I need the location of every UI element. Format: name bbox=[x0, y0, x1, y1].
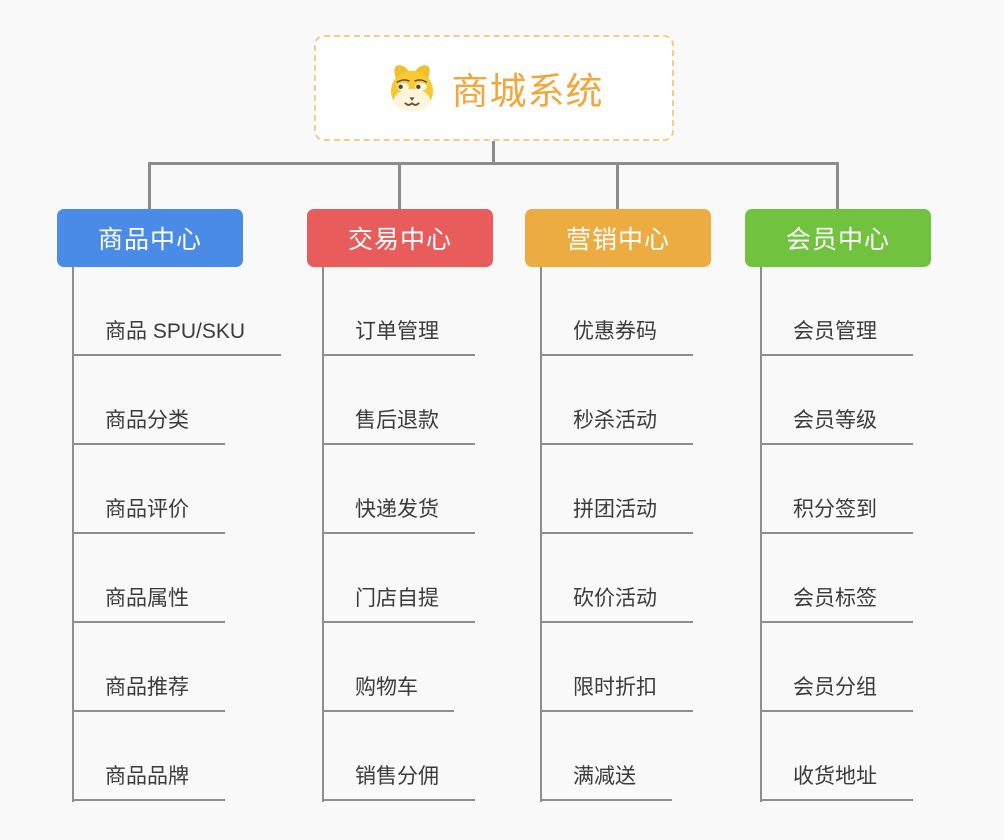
leaf-row: 商品推荐 bbox=[73, 623, 281, 712]
leaf-node[interactable]: 积分签到 bbox=[761, 493, 913, 534]
leaf-node[interactable]: 会员等级 bbox=[761, 404, 913, 445]
leaf-row: 会员管理 bbox=[761, 267, 913, 356]
leaf-node[interactable]: 砍价活动 bbox=[541, 582, 693, 623]
leaf-row: 商品属性 bbox=[73, 534, 281, 623]
leaf-row: 会员标签 bbox=[761, 534, 913, 623]
branch-trade-center: 交易中心 订单管理 售后退款 快递发货 门店自提 购物车 销售分佣 bbox=[307, 209, 547, 809]
leaf-node[interactable]: 限时折扣 bbox=[541, 671, 693, 712]
leaf-node[interactable]: 优惠券码 bbox=[541, 315, 693, 356]
leaf-row: 会员分组 bbox=[761, 623, 913, 712]
leaf-node[interactable]: 商品评价 bbox=[73, 493, 225, 534]
leaf-row: 商品品牌 bbox=[73, 712, 281, 801]
leaf-row: 满减送 bbox=[541, 712, 693, 801]
leaf-node[interactable]: 拼团活动 bbox=[541, 493, 693, 534]
leaf-row: 积分签到 bbox=[761, 445, 913, 534]
leaf-node[interactable]: 满减送 bbox=[541, 760, 672, 801]
branch-spine-line bbox=[540, 267, 542, 802]
branch-node-marketing-center[interactable]: 营销中心 bbox=[525, 209, 711, 267]
branch-node-trade-center[interactable]: 交易中心 bbox=[307, 209, 493, 267]
leaf-node[interactable]: 收货地址 bbox=[761, 760, 913, 801]
leaf-node[interactable]: 售后退款 bbox=[323, 404, 475, 445]
leaf-row: 收货地址 bbox=[761, 712, 913, 801]
leaf-node[interactable]: 订单管理 bbox=[323, 315, 475, 356]
leaf-row: 购物车 bbox=[323, 623, 475, 712]
connector-drop-member bbox=[836, 164, 839, 209]
leaf-node[interactable]: 会员管理 bbox=[761, 315, 913, 356]
leaf-node[interactable]: 会员分组 bbox=[761, 671, 913, 712]
branch-product-center: 商品中心 商品 SPU/SKU 商品分类 商品评价 商品属性 商品推荐 商品品牌 bbox=[57, 209, 297, 809]
leaf-row: 优惠券码 bbox=[541, 267, 693, 356]
root-topic[interactable]: 商城系统 bbox=[314, 35, 674, 141]
branch-node-product-center[interactable]: 商品中心 bbox=[57, 209, 243, 267]
leaf-row: 会员等级 bbox=[761, 356, 913, 445]
leaf-node[interactable]: 销售分佣 bbox=[323, 760, 475, 801]
branch-spine-line bbox=[760, 267, 762, 802]
leaf-node[interactable]: 商品属性 bbox=[73, 582, 225, 623]
connector-horizontal-rail bbox=[148, 162, 839, 165]
leaf-node[interactable]: 会员标签 bbox=[761, 582, 913, 623]
branch-spine-line bbox=[322, 267, 324, 802]
leaf-node[interactable]: 秒杀活动 bbox=[541, 404, 693, 445]
leaf-row: 商品分类 bbox=[73, 356, 281, 445]
leaf-node[interactable]: 快递发货 bbox=[323, 493, 475, 534]
connector-drop-trade bbox=[398, 164, 401, 209]
root-topic-title: 商城系统 bbox=[451, 71, 604, 112]
leaf-row: 销售分佣 bbox=[323, 712, 475, 801]
leaf-row: 订单管理 bbox=[323, 267, 475, 356]
connector-drop-marketing bbox=[616, 164, 619, 209]
branch-member-center: 会员中心 会员管理 会员等级 积分签到 会员标签 会员分组 收货地址 bbox=[745, 209, 985, 809]
leaf-row: 商品 SPU/SKU bbox=[73, 267, 282, 356]
leaf-row: 快递发货 bbox=[323, 445, 475, 534]
leaf-row: 拼团活动 bbox=[541, 445, 693, 534]
leaf-row: 商品评价 bbox=[73, 445, 281, 534]
branch-spine-line bbox=[72, 267, 74, 802]
connector-drop-product bbox=[148, 164, 151, 209]
leaf-node[interactable]: 购物车 bbox=[323, 671, 454, 712]
leaf-node[interactable]: 商品分类 bbox=[73, 404, 225, 445]
leaf-node[interactable]: 商品品牌 bbox=[73, 760, 225, 801]
doge-icon bbox=[385, 64, 439, 113]
leaf-node[interactable]: 门店自提 bbox=[323, 582, 475, 623]
leaf-row: 限时折扣 bbox=[541, 623, 693, 712]
branch-marketing-center: 营销中心 优惠券码 秒杀活动 拼团活动 砍价活动 限时折扣 满减送 bbox=[525, 209, 765, 809]
leaf-row: 秒杀活动 bbox=[541, 356, 693, 445]
leaf-row: 售后退款 bbox=[323, 356, 475, 445]
leaf-row: 门店自提 bbox=[323, 534, 475, 623]
connector-root-drop bbox=[492, 141, 495, 164]
leaf-node[interactable]: 商品推荐 bbox=[73, 671, 225, 712]
leaf-node[interactable]: 商品 SPU/SKU bbox=[73, 315, 282, 356]
branch-node-member-center[interactable]: 会员中心 bbox=[745, 209, 931, 267]
leaf-row: 砍价活动 bbox=[541, 534, 693, 623]
